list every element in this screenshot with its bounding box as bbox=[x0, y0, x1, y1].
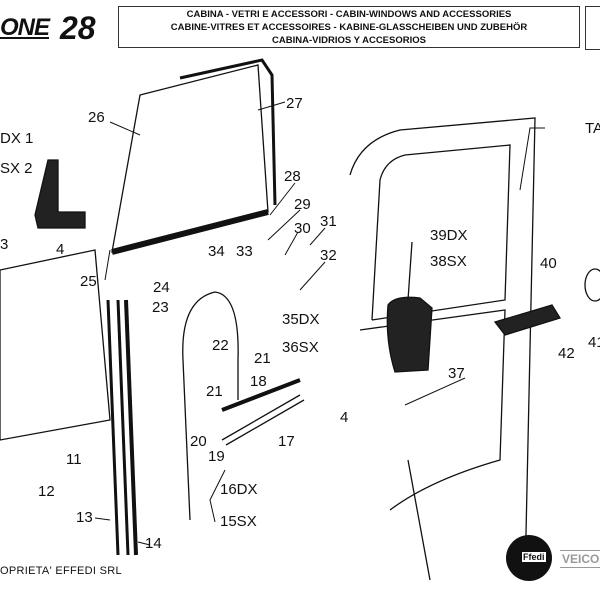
title-line-it-en: CABINA - VETRI E ACCESSORI - CABIN-WINDO… bbox=[186, 9, 512, 20]
runner-14 bbox=[124, 299, 138, 556]
reference-box bbox=[585, 6, 600, 50]
callout-20: 20 bbox=[190, 433, 207, 450]
title-line-fr-de: CABINE-VITRES ET ACCESSOIRES - KABINE-GL… bbox=[170, 22, 528, 33]
grab-handle bbox=[34, 159, 86, 229]
callout-22: 22 bbox=[212, 337, 229, 354]
page-number: 28 bbox=[60, 10, 96, 46]
callout-23: 23 bbox=[152, 299, 169, 316]
callout-27: 27 bbox=[286, 95, 303, 112]
title-box: CABINA - VETRI E ACCESSORI - CABIN-WINDO… bbox=[118, 6, 580, 48]
callout-4b: 4 bbox=[340, 409, 348, 426]
callout-19: 19 bbox=[208, 448, 225, 465]
leader-lines bbox=[94, 101, 545, 546]
door-frame bbox=[349, 117, 536, 581]
callout-3: 3 bbox=[0, 236, 8, 253]
callout-40: 40 bbox=[540, 255, 557, 272]
logo-text: Ffedi bbox=[522, 552, 546, 562]
callout-34: 34 bbox=[208, 243, 225, 260]
callout-4: 4 bbox=[56, 241, 64, 258]
cable-16 bbox=[182, 291, 239, 521]
callout-14: 14 bbox=[145, 535, 162, 552]
callout-13: 13 bbox=[76, 509, 93, 526]
handle-41 bbox=[584, 268, 600, 302]
callout-42: 42 bbox=[558, 345, 575, 362]
copyright-text: OPRIETA' EFFEDI SRL bbox=[0, 565, 122, 577]
rail-18 bbox=[221, 378, 301, 412]
callout-18: 18 bbox=[250, 373, 267, 390]
inner-door-panel bbox=[0, 249, 111, 441]
callout-31: 31 bbox=[320, 213, 337, 230]
callout-15sx: 15SX bbox=[220, 513, 257, 530]
callout-35dx: 35DX bbox=[282, 311, 320, 328]
callout-37: 37 bbox=[448, 365, 465, 382]
callout-11: 11 bbox=[66, 451, 82, 468]
callout-25: 25 bbox=[80, 273, 97, 290]
rail-17 bbox=[221, 394, 305, 446]
callout-16dx: 16DX bbox=[220, 481, 258, 498]
callout-33: 33 bbox=[236, 243, 253, 260]
callout-32: 32 bbox=[320, 247, 337, 264]
glass-channel-27 bbox=[179, 58, 277, 206]
callout-30: 30 bbox=[294, 220, 311, 237]
callout-ta: TA bbox=[585, 120, 600, 137]
glass-lower-strip bbox=[111, 209, 269, 255]
callout-21a: 21 bbox=[254, 350, 271, 367]
callout-1: DX 1 bbox=[0, 130, 33, 147]
veico-text: VEICO bbox=[560, 550, 600, 568]
callout-39dx: 39DX bbox=[430, 227, 468, 244]
callout-28: 28 bbox=[284, 168, 301, 185]
effedi-logo: Ffedi bbox=[506, 535, 552, 581]
handle-42 bbox=[493, 304, 561, 336]
callout-12: 12 bbox=[38, 483, 55, 500]
callout-41: 41 bbox=[588, 334, 600, 351]
callout-29: 29 bbox=[294, 196, 311, 213]
callout-38sx: 38SX bbox=[430, 253, 467, 270]
callout-24: 24 bbox=[153, 279, 170, 296]
brand-logo: ONE bbox=[0, 14, 50, 41]
callout-21b: 21 bbox=[206, 383, 223, 400]
callout-36sx: 36SX bbox=[282, 339, 319, 356]
callout-17: 17 bbox=[278, 433, 295, 450]
title-line-es: CABINA-VIDRIOS Y ACCESORIOS bbox=[272, 35, 426, 46]
runner-13 bbox=[106, 299, 130, 556]
callout-26: 26 bbox=[88, 109, 105, 126]
mirror-39-38 bbox=[386, 241, 433, 373]
callout-2: SX 2 bbox=[0, 160, 33, 177]
